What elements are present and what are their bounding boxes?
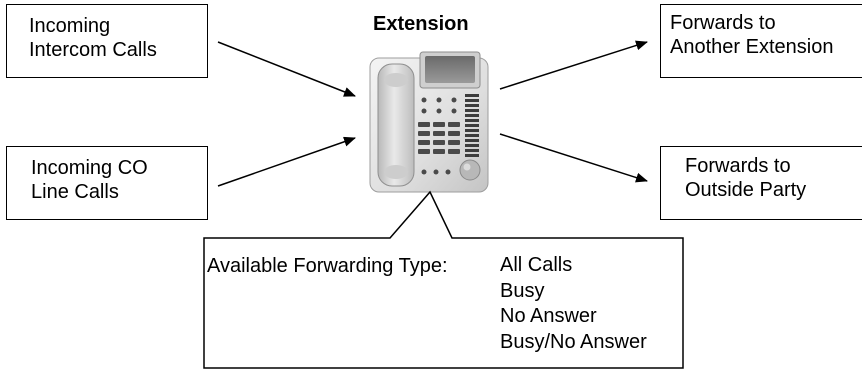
incoming-co-line1: Incoming CO [31, 157, 148, 179]
forwards-outside-party-label: Forwards to Outside Party [685, 154, 806, 202]
arrow-extension-to-outside-party [499, 133, 648, 183]
forwards-outside-party-line1: Forwards to [685, 155, 791, 177]
telephone-icon [369, 51, 489, 193]
incoming-co-line2: Line Calls [31, 181, 119, 203]
forwarding-type-busy-no-answer: Busy/No Answer [500, 330, 647, 353]
forwarding-type-no-answer: No Answer [500, 305, 597, 327]
incoming-intercom-line1: Incoming [29, 15, 111, 37]
incoming-intercom-calls-label: Incoming Intercom Calls [29, 14, 157, 62]
forwards-another-extension-box [660, 4, 862, 78]
available-forwarding-type-label: Available Forwarding Type: [207, 255, 448, 277]
forwards-another-extension-line1: Forwards to [670, 12, 776, 34]
incoming-co-line-calls-label: Incoming CO Line Calls [31, 156, 148, 204]
incoming-intercom-line2: Intercom Calls [29, 39, 157, 61]
forwarding-type-busy: Busy [500, 279, 545, 302]
incoming-intercom-calls-box: Incoming Intercom Calls [6, 4, 208, 78]
arrow-extension-to-another-extension [499, 40, 648, 90]
forwarding-type-callout [203, 190, 684, 369]
incoming-co-line-calls-box: Incoming CO Line Calls [6, 146, 208, 220]
arrow-co-line-to-extension [217, 136, 356, 187]
forwards-outside-party-line2: Outside Party [685, 179, 807, 201]
arrow-intercom-to-extension [217, 41, 356, 97]
forwarding-type-list: All Calls Busy No Answer Busy/No Answer [500, 253, 647, 355]
forwards-another-extension-label: Forwards to Another Extension [670, 11, 833, 59]
extension-title: Extension [373, 13, 469, 35]
forwards-outside-party-box [660, 146, 862, 220]
forwarding-type-all-calls: All Calls [500, 254, 573, 276]
forwards-another-extension-line2: Another Extension [670, 36, 834, 58]
